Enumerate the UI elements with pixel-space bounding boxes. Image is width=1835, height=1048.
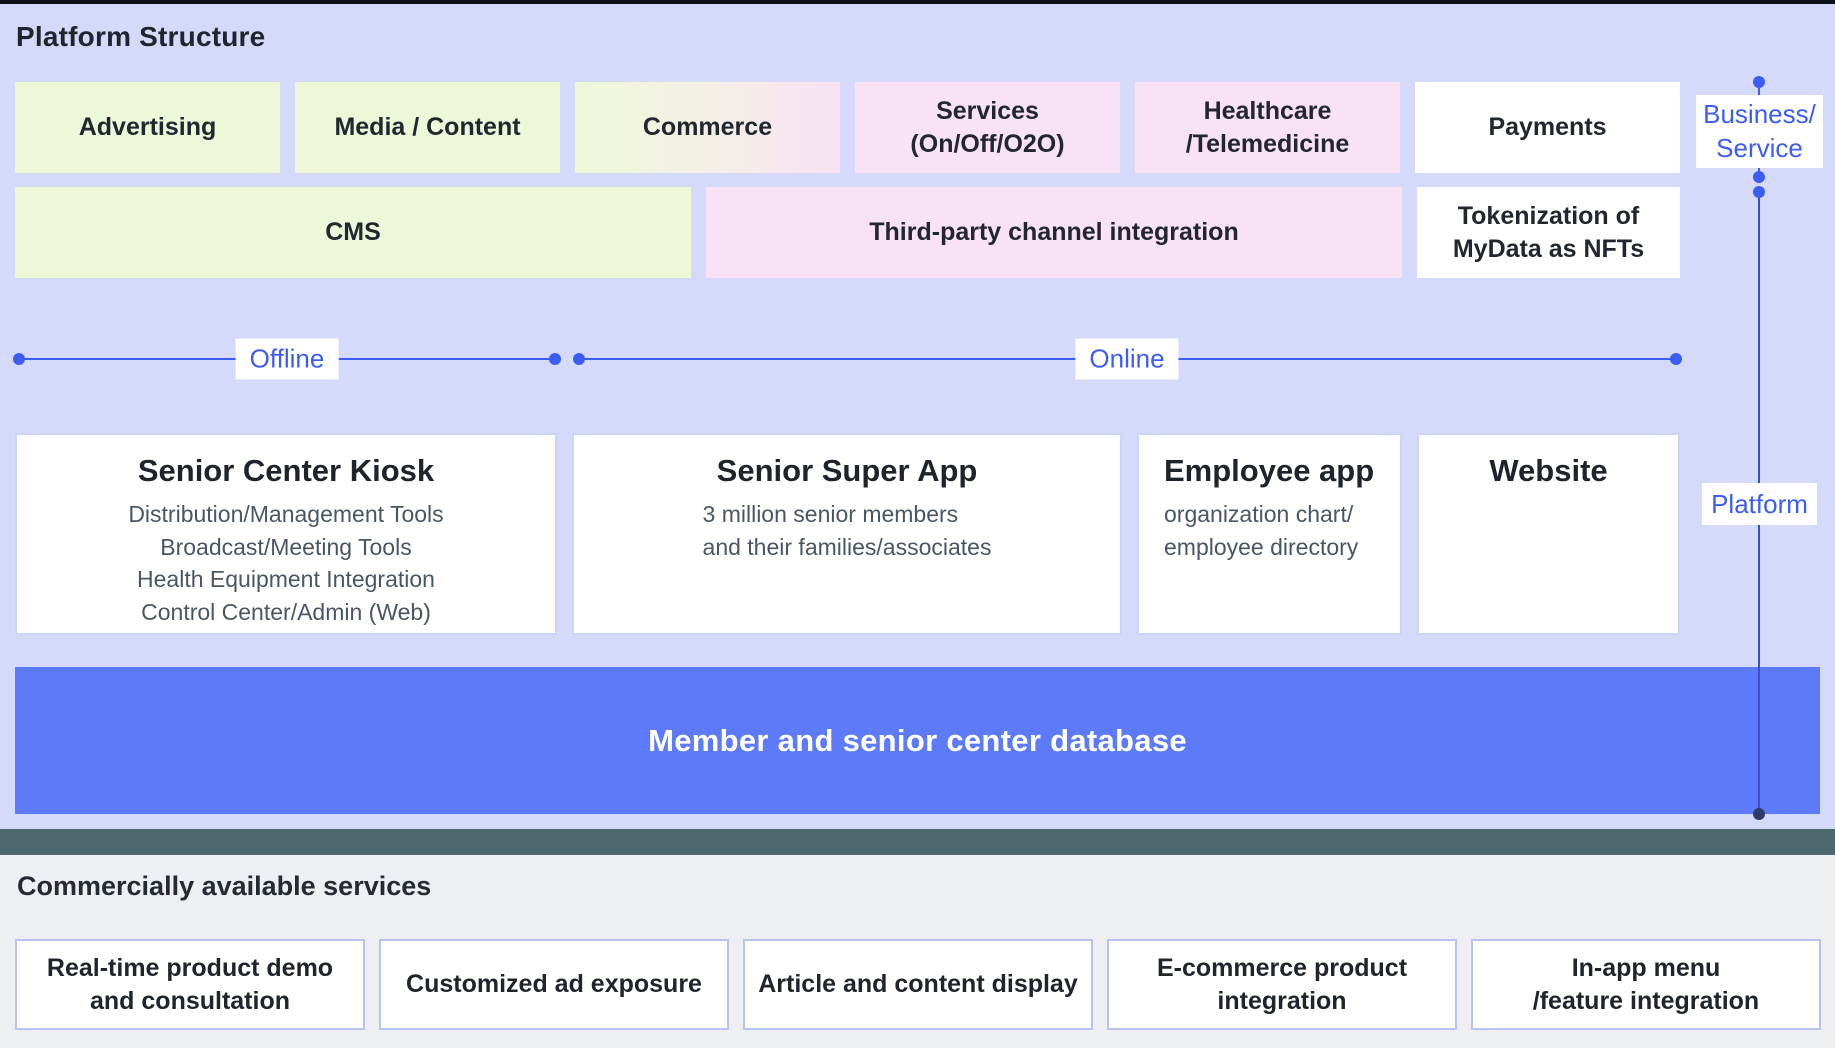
connector-dot-platform-start (1753, 186, 1765, 198)
service-box-inapp-integration: In-app menu /feature integration (1471, 939, 1821, 1030)
box-employee-app: Employee app organization chart/ employe… (1137, 433, 1402, 635)
box-senior-super-app: Senior Super App 3 million senior member… (572, 433, 1122, 635)
kiosk-features-list: Distribution/Management Tools Broadcast/… (128, 501, 444, 625)
box-payments: Payments (1415, 82, 1680, 173)
box-advertising-label: Advertising (78, 113, 217, 142)
connector-dot-business-end (1753, 171, 1765, 183)
box-healthcare-telemedicine-label: Healthcare /Telemedicine (1185, 97, 1350, 158)
box-commerce-label: Commerce (642, 113, 773, 142)
database-bar: Member and senior center database (15, 667, 1820, 814)
service-box-ecommerce-integration-label: E-commerce product integration (1156, 954, 1408, 1015)
service-box-ecommerce-integration: E-commerce product integration (1107, 939, 1457, 1030)
super-app-title: Senior Super App (716, 453, 978, 488)
box-commerce: Commerce (575, 82, 840, 173)
box-services-o2o: Services (On/Off/O2O) (855, 82, 1120, 173)
website-title: Website (1489, 453, 1608, 488)
service-box-article-display: Article and content display (743, 939, 1093, 1030)
services-row: Real-time product demo and consultation … (15, 939, 1821, 1030)
platform-apps-row: Senior Center Kiosk Distribution/Managem… (15, 433, 1680, 635)
commercial-services-section: Commercially available services Real-tim… (0, 855, 1835, 1048)
business-service-row: Advertising Media / Content Commerce Ser… (15, 82, 1680, 173)
box-cms: CMS (15, 187, 691, 278)
box-services-o2o-label: Services (On/Off/O2O) (910, 97, 1065, 158)
connector-dot-bottom (1753, 808, 1765, 820)
top-edge-bar (0, 0, 1835, 4)
box-tokenization-nfts-label: Tokenization of MyData as NFTs (1452, 202, 1645, 263)
services-title: Commercially available services (17, 871, 432, 901)
service-box-article-display-label: Article and content display (758, 970, 1078, 999)
platform-structure-section: Platform Structure Advertising Media / C… (0, 4, 1835, 829)
section-divider-bar (0, 829, 1835, 855)
employee-app-title: Employee app (1164, 453, 1375, 488)
employee-app-description: organization chart/ employee directory (1164, 501, 1359, 560)
box-healthcare-telemedicine: Healthcare /Telemedicine (1135, 82, 1400, 173)
kiosk-title: Senior Center Kiosk (137, 453, 435, 488)
box-payments-label: Payments (1488, 113, 1607, 142)
box-tokenization-nfts: Tokenization of MyData as NFTs (1417, 187, 1680, 278)
box-third-party-integration: Third-party channel integration (706, 187, 1402, 278)
business-service-label: Business/ Service (1696, 95, 1823, 168)
box-senior-center-kiosk: Senior Center Kiosk Distribution/Managem… (15, 433, 557, 635)
offline-online-axis: Offline Online (13, 338, 1682, 380)
online-label: Online (1075, 338, 1179, 380)
box-cms-label: CMS (325, 218, 381, 247)
database-bar-label: Member and senior center database (648, 722, 1187, 758)
box-media-content: Media / Content (295, 82, 560, 173)
service-box-product-demo: Real-time product demo and consultation (15, 939, 365, 1030)
integration-row: CMS Third-party channel integration Toke… (15, 187, 1680, 278)
box-third-party-integration-label: Third-party channel integration (869, 218, 1239, 247)
box-website: Website (1417, 433, 1680, 635)
platform-label: Platform (1702, 483, 1817, 525)
connector-dot-top (1753, 76, 1765, 88)
box-media-content-label: Media / Content (334, 113, 521, 142)
service-box-ad-exposure: Customized ad exposure (379, 939, 729, 1030)
service-box-inapp-integration-label: In-app menu /feature integration (1532, 954, 1760, 1015)
offline-label: Offline (235, 338, 339, 380)
service-box-ad-exposure-label: Customized ad exposure (406, 970, 702, 999)
service-box-product-demo-label: Real-time product demo and consultation (46, 954, 334, 1015)
box-advertising: Advertising (15, 82, 280, 173)
page-title: Platform Structure (16, 21, 266, 52)
super-app-description: 3 million senior members and their famil… (702, 501, 992, 560)
